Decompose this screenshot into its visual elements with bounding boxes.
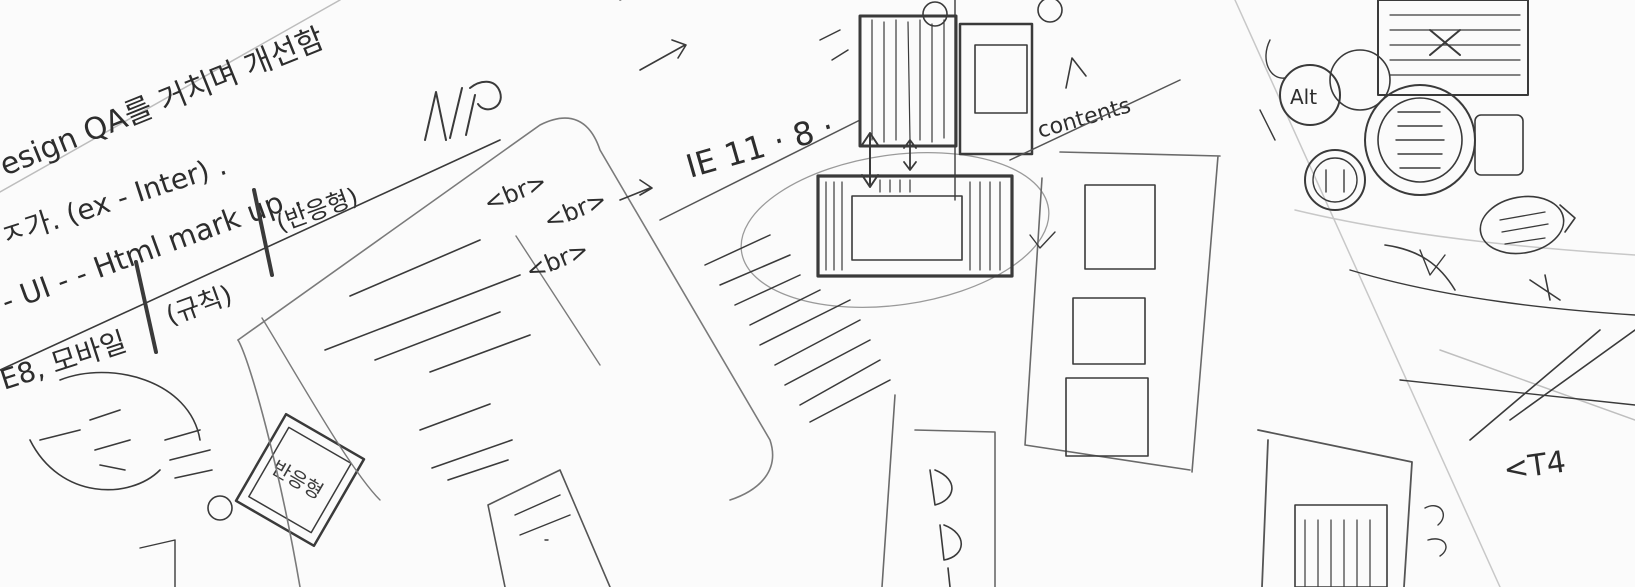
contents-label: contents	[1035, 93, 1134, 143]
layout-wireframe-center: contents	[731, 0, 1180, 326]
layout-wireframe-right: Alt <T4	[1260, 0, 1635, 488]
note-paren-a: (규칙)	[162, 280, 236, 331]
handwritten-notes: esign QA를 거치며 개선함 ㅈ가. (ex - Inter) . - U…	[0, 21, 501, 520]
stamp-text: 반응형	[268, 455, 328, 503]
document-wireframe: <br> <br> <br>	[238, 0, 773, 587]
hatch-lines	[705, 235, 890, 422]
layout-wireframe-column	[1025, 152, 1220, 472]
responsive-stamp: 반응형	[236, 414, 364, 546]
edge-label: <T4	[1501, 445, 1568, 488]
br-tag-3: <br>	[522, 235, 593, 285]
alt-label: Alt	[1290, 85, 1317, 109]
layout-wireframe-lower	[882, 395, 1446, 587]
ie-note: IE 11 · 8 ·	[660, 107, 860, 220]
note-line-1: esign QA를 거치며 개선함	[0, 21, 329, 183]
